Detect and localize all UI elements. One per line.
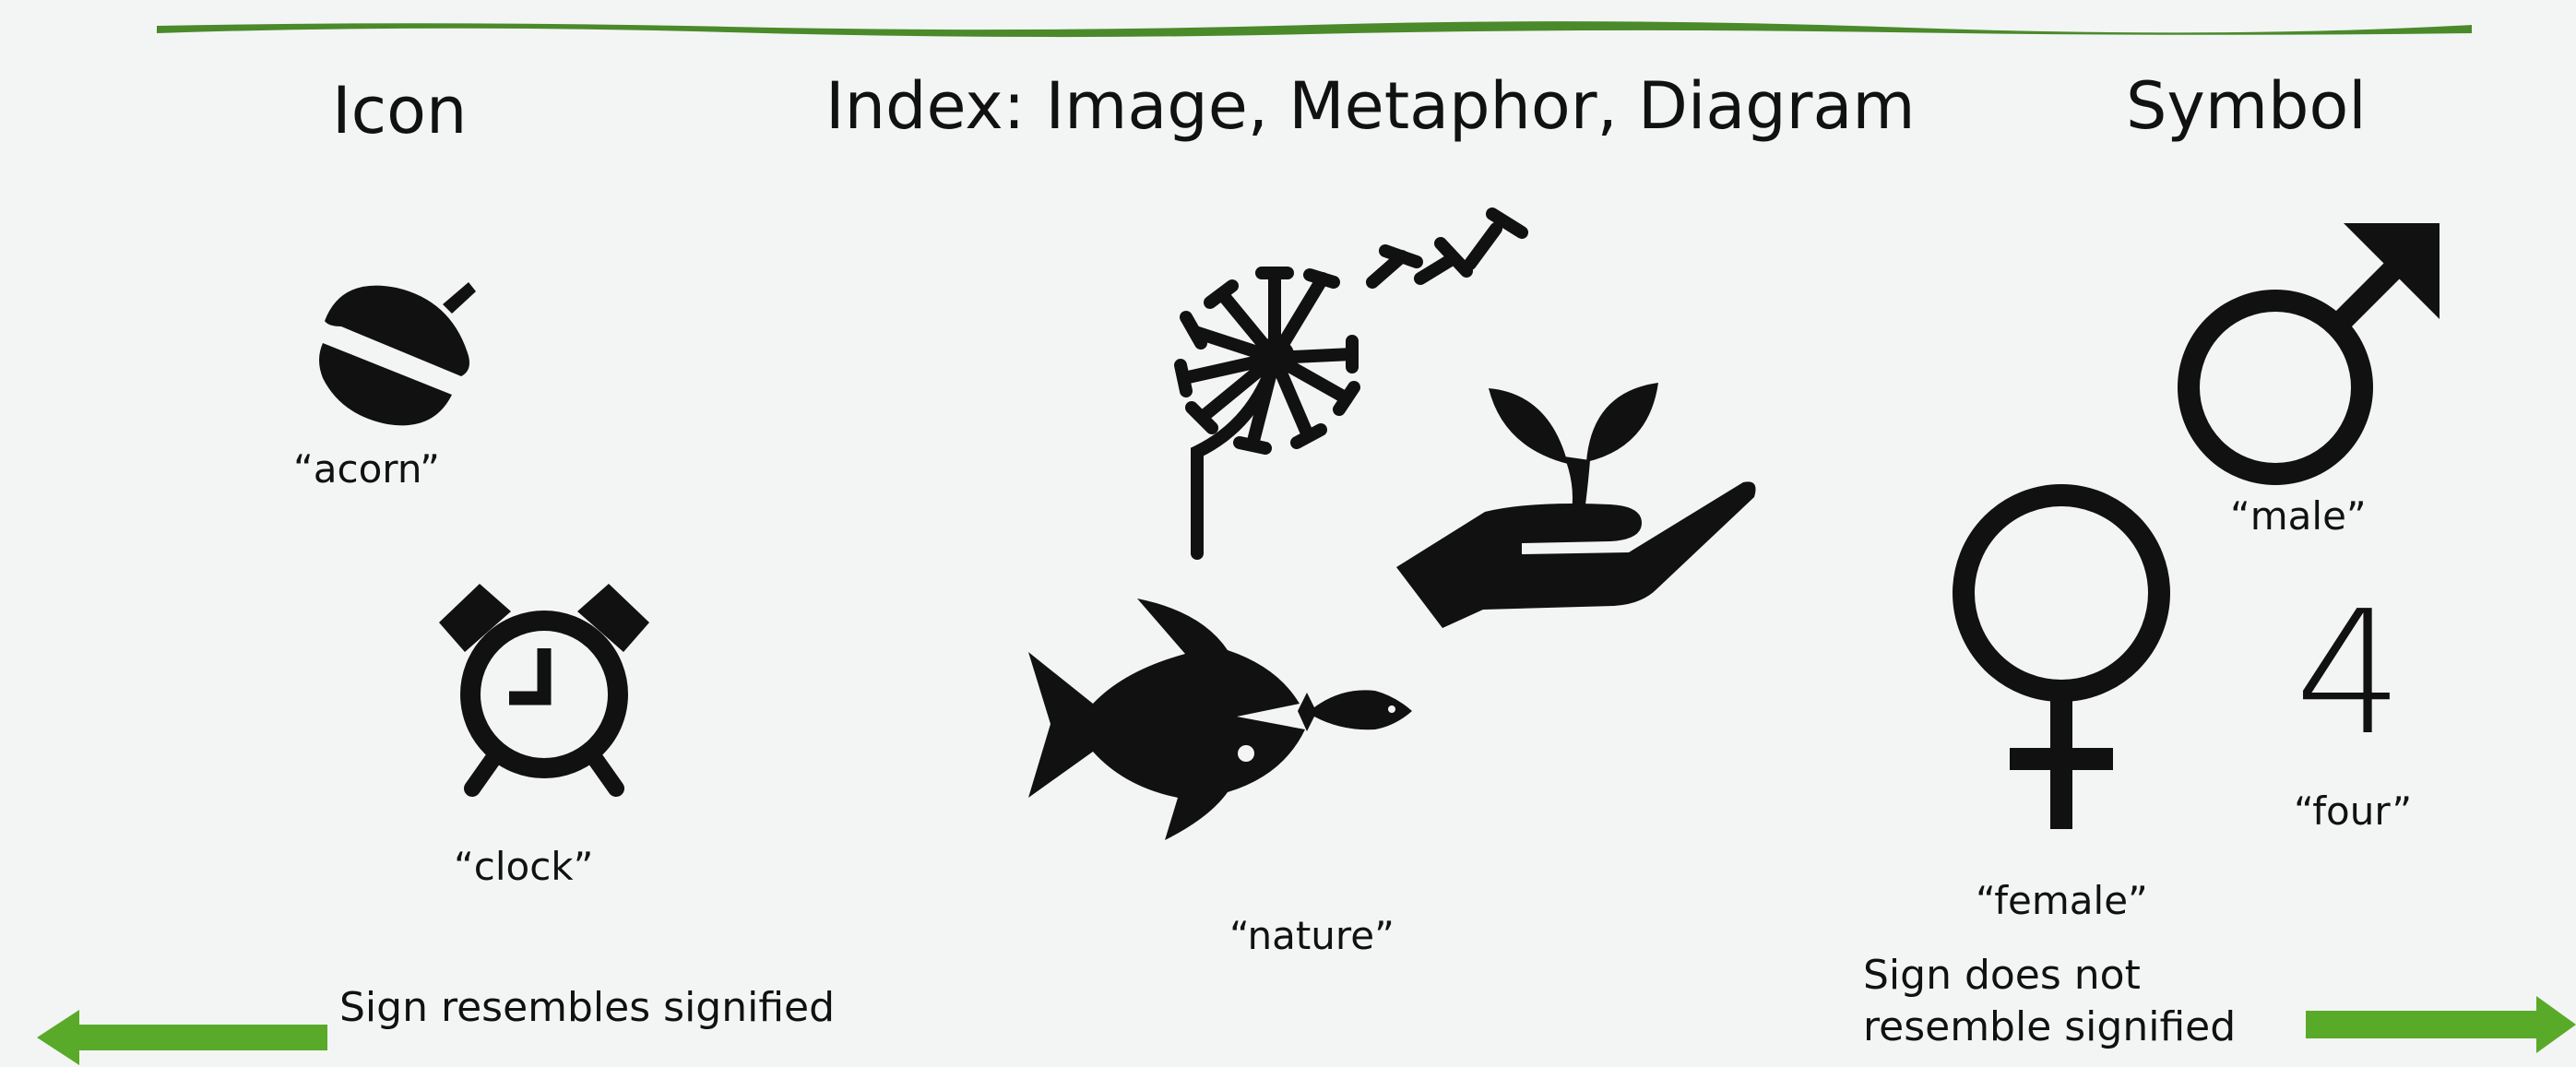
alarm-clock-icon xyxy=(439,584,649,797)
heading-symbol: Symbol xyxy=(2126,68,2367,144)
description-not-resembles-line2: resemble signified xyxy=(1863,1003,2237,1051)
description-not-resembles: Sign does not resemble signified xyxy=(1863,950,2236,1054)
label-female: “female” xyxy=(1976,878,2148,923)
male-symbol-icon xyxy=(2178,223,2439,485)
dandelion-icon xyxy=(1174,207,1528,560)
label-male: “male” xyxy=(2230,493,2367,539)
label-nature: “nature” xyxy=(1229,913,1395,958)
description-resembles: Sign resembles signified xyxy=(339,984,836,1031)
symbol-four: 4 xyxy=(2295,574,2404,773)
top-divider xyxy=(157,21,2472,38)
heading-index: Index: Image, Metaphor, Diagram xyxy=(825,68,1916,144)
left-arrow-icon xyxy=(37,1010,327,1065)
heading-icon: Icon xyxy=(332,73,468,148)
label-four: “four” xyxy=(2294,788,2413,834)
description-not-resembles-line1: Sign does not xyxy=(1863,952,2141,999)
female-symbol-icon xyxy=(1953,484,2170,829)
acorn-icon xyxy=(319,282,476,426)
label-acorn: “acorn” xyxy=(293,446,440,492)
fish-eating-fish-icon xyxy=(1028,599,1412,840)
hand-with-seedling-icon xyxy=(1396,383,1756,628)
label-clock: “clock” xyxy=(454,844,594,889)
right-arrow-icon xyxy=(2306,996,2576,1053)
